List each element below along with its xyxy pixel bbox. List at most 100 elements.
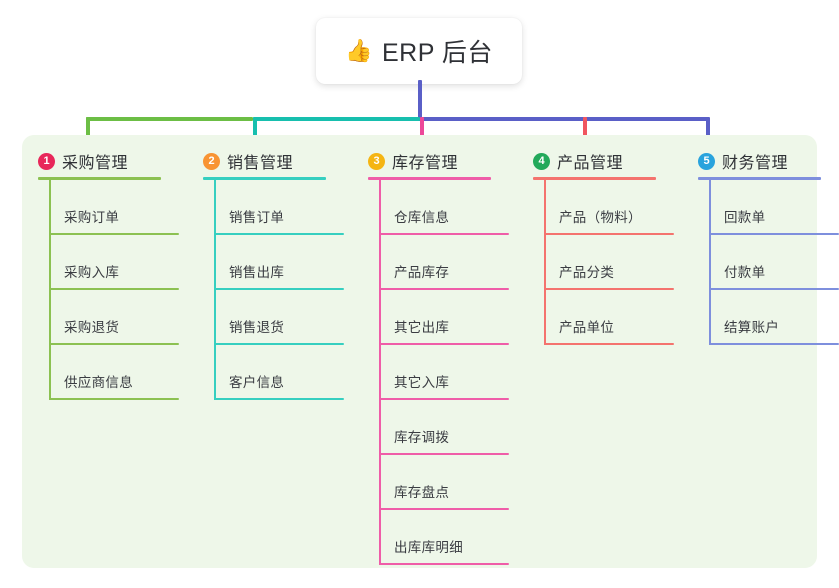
leaf-item[interactable]: 其它出库 [379, 290, 509, 345]
leaf-item[interactable]: 客户信息 [214, 345, 344, 400]
branch-columns: 1 采购管理采购订单采购入库采购退货供应商信息 2 销售管理销售订单销售出库销售退货客… [22, 135, 839, 568]
leaf-item-underline [49, 288, 179, 290]
leaf-item[interactable]: 销售出库 [214, 235, 344, 290]
leaf-item-label: 采购订单 [64, 210, 120, 225]
leaf-item-underline [214, 398, 344, 400]
branch-item-list: 回款单付款单结算账户 [709, 180, 839, 345]
leaf-item[interactable]: 仓库信息 [379, 180, 509, 235]
branch-number-badge: 1 [38, 152, 55, 170]
branch-underline [368, 177, 491, 180]
leaf-item-underline [49, 343, 179, 345]
leaf-item[interactable]: 付款单 [709, 235, 839, 290]
leaf-item[interactable]: 供应商信息 [49, 345, 179, 400]
leaf-item[interactable]: 库存调拨 [379, 400, 509, 455]
branch-number-badge: 2 [203, 152, 220, 170]
thumbs-up-icon: 👍 [345, 38, 373, 63]
leaf-item[interactable]: 结算账户 [709, 290, 839, 345]
branch-item-list: 销售订单销售出库销售退货客户信息 [214, 180, 344, 400]
branch-number-badge: 4 [533, 152, 550, 170]
branch-underline [698, 177, 821, 180]
leaf-item-label: 库存盘点 [394, 485, 450, 500]
leaf-item-label: 付款单 [724, 265, 766, 280]
branch-column-1: 1 采购管理采购订单采购入库采购退货供应商信息 [22, 135, 187, 568]
branch-item-list: 产品（物料） 产品分类产品单位 [544, 180, 674, 345]
connector-bar-segment-1 [86, 117, 253, 121]
branch-title: 采购管理 [62, 155, 129, 172]
leaf-item[interactable]: 销售退货 [214, 290, 344, 345]
leaf-item-underline [214, 288, 344, 290]
leaf-item-label: 产品（物料） [559, 210, 642, 225]
leaf-item-label: 产品分类 [559, 265, 615, 280]
leaf-item-underline [379, 288, 509, 290]
leaf-item-label: 仓库信息 [394, 210, 450, 225]
leaf-item-underline [379, 398, 509, 400]
leaf-item-label: 采购入库 [64, 265, 120, 280]
branch-number-badge: 5 [698, 152, 715, 170]
connector-bar-segment-3 [420, 117, 708, 121]
leaf-item[interactable]: 销售订单 [214, 180, 344, 235]
leaf-item-underline [214, 343, 344, 345]
leaf-item[interactable]: 产品库存 [379, 235, 509, 290]
leaf-item-underline [709, 343, 839, 345]
branch-title: 财务管理 [722, 155, 789, 172]
leaf-item-underline [544, 343, 674, 345]
connector-bar-segment-2 [253, 117, 420, 121]
leaf-item-underline [379, 233, 509, 235]
leaf-item[interactable]: 采购入库 [49, 235, 179, 290]
leaf-item[interactable]: 产品单位 [544, 290, 674, 345]
leaf-item-label: 结算账户 [724, 320, 780, 335]
leaf-item-label: 产品库存 [394, 265, 450, 280]
leaf-item-underline [544, 288, 674, 290]
leaf-item-label: 其它入库 [394, 375, 450, 390]
branch-item-list: 采购订单采购入库采购退货供应商信息 [49, 180, 179, 400]
branch-underline [533, 177, 656, 180]
leaf-item[interactable]: 产品分类 [544, 235, 674, 290]
leaf-item-underline [214, 233, 344, 235]
branch-spine [214, 180, 216, 400]
branch-title: 销售管理 [227, 155, 294, 172]
leaf-item-label: 客户信息 [229, 375, 285, 390]
leaf-item-underline [379, 343, 509, 345]
leaf-item-underline [379, 508, 509, 510]
leaf-item[interactable]: 产品（物料） [544, 180, 674, 235]
leaf-item-underline [379, 563, 509, 565]
leaf-item-label: 其它出库 [394, 320, 450, 335]
leaf-item-underline [49, 233, 179, 235]
root-title-text: ERP 后台 [382, 39, 493, 67]
branch-header-1[interactable]: 1 采购管理 [38, 149, 128, 173]
leaf-item-underline [709, 233, 839, 235]
leaf-item-label: 产品单位 [559, 320, 615, 335]
leaf-item[interactable]: 采购订单 [49, 180, 179, 235]
leaf-item[interactable]: 出库库明细 [379, 510, 509, 565]
leaf-item-label: 库存调拨 [394, 430, 450, 445]
leaf-item[interactable]: 采购退货 [49, 290, 179, 345]
branch-underline [38, 177, 161, 180]
leaf-item[interactable]: 回款单 [709, 180, 839, 235]
branch-spine [49, 180, 51, 400]
connector-root-stem [418, 80, 422, 121]
leaf-item[interactable]: 库存盘点 [379, 455, 509, 510]
branch-item-list: 仓库信息产品库存其它出库其它入库库存调拨库存盘点出库库明细 [379, 180, 509, 565]
root-node[interactable]: 👍 ERP 后台 [316, 18, 522, 84]
leaf-item-underline [709, 288, 839, 290]
leaf-item-underline [49, 398, 179, 400]
leaf-item[interactable]: 其它入库 [379, 345, 509, 400]
branch-header-5[interactable]: 5 财务管理 [698, 149, 788, 173]
branch-number-badge: 3 [368, 152, 385, 170]
branch-column-5: 5 财务管理回款单付款单结算账户 [682, 135, 839, 568]
leaf-item-label: 销售退货 [229, 320, 285, 335]
branch-header-2[interactable]: 2 销售管理 [203, 149, 293, 173]
leaf-item-label: 销售出库 [229, 265, 285, 280]
branch-spine [379, 180, 381, 565]
leaf-item-label: 回款单 [724, 210, 766, 225]
branch-underline [203, 177, 326, 180]
leaf-item-label: 销售订单 [229, 210, 285, 225]
leaf-item-underline [379, 453, 509, 455]
branch-spine [709, 180, 711, 345]
branch-spine [544, 180, 546, 345]
